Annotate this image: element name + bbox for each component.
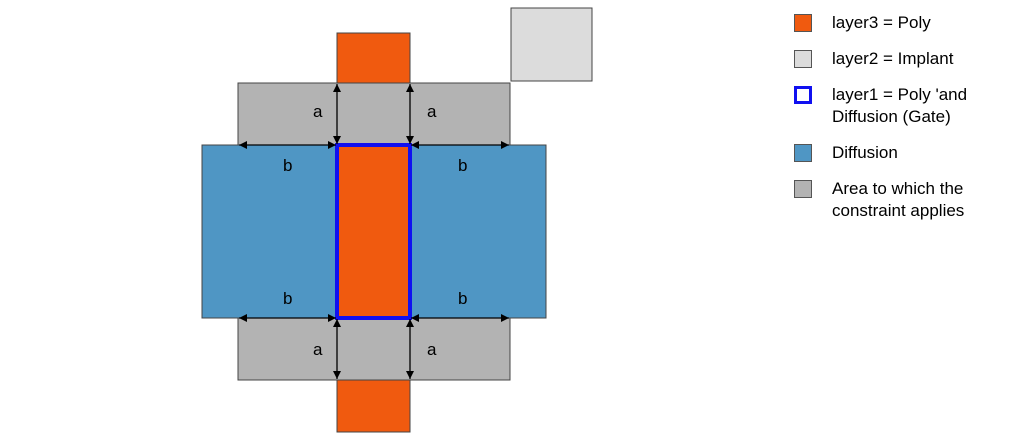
legend-item-gate: layer1 = Poly 'and Diffusion (Gate) <box>794 84 1009 128</box>
poly-bottom-extension <box>336 379 411 433</box>
dimension-a-arrows <box>333 84 414 379</box>
label-b-bottom-left: b <box>283 289 292 308</box>
poly-top-extension <box>336 32 411 84</box>
implant-square <box>510 7 593 82</box>
legend-item-constraint: Area to which the constraint applies <box>794 178 1009 222</box>
legend-label-diffusion: Diffusion <box>832 143 898 162</box>
label-a-bottom-right: a <box>427 340 437 359</box>
label-b-bottom-right: b <box>458 289 467 308</box>
legend-label-poly: layer3 = Poly <box>832 13 931 32</box>
label-b-top-right: b <box>458 156 467 175</box>
dimension-b-arrows <box>239 141 509 322</box>
legend-swatch-gate <box>794 86 812 104</box>
legend-label-gate: layer1 = Poly 'and Diffusion (Gate) <box>832 85 968 126</box>
constraint-area-top <box>237 82 511 146</box>
legend-swatch-diffusion <box>794 144 812 162</box>
legend-item-implant: layer2 = Implant <box>794 48 1009 70</box>
label-a-bottom-left: a <box>313 340 323 359</box>
legend-label-implant: layer2 = Implant <box>832 49 954 68</box>
label-a-top-left: a <box>313 102 323 121</box>
constraint-area-bottom <box>237 317 511 381</box>
legend-item-poly: layer3 = Poly <box>794 12 1009 34</box>
label-b-top-left: b <box>283 156 292 175</box>
legend-item-diffusion: Diffusion <box>794 142 1009 164</box>
legend-swatch-implant <box>794 50 812 68</box>
legend-label-constraint: Area to which the constraint applies <box>832 179 965 220</box>
label-a-top-right: a <box>427 102 437 121</box>
poly-gate-fill <box>337 145 410 318</box>
legend: layer3 = Poly layer2 = Implant layer1 = … <box>794 12 1009 236</box>
legend-swatch-poly <box>794 14 812 32</box>
gate-outline <box>335 143 412 320</box>
layout-diagram: a a a a b b b b <box>201 7 593 433</box>
legend-swatch-constraint <box>794 180 812 198</box>
